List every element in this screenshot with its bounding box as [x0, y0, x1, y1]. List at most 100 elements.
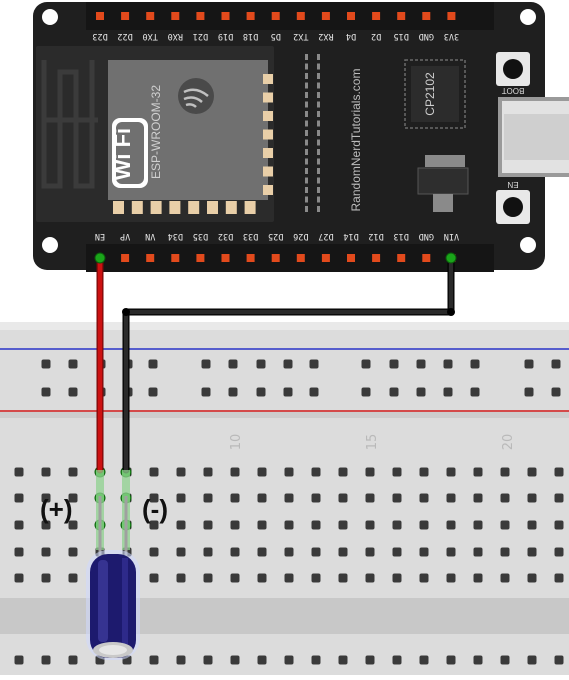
rail-hole[interactable] [389, 387, 399, 397]
terminal-hole[interactable] [500, 547, 510, 557]
en-button[interactable] [496, 190, 530, 224]
header-pin[interactable] [246, 254, 255, 262]
terminal-hole[interactable] [527, 520, 537, 530]
terminal-hole[interactable] [446, 573, 456, 583]
terminal-hole[interactable] [230, 573, 240, 583]
header-pin[interactable] [347, 254, 355, 262]
rail-hole[interactable] [524, 359, 534, 369]
terminal-hole[interactable] [176, 493, 186, 503]
terminal-hole[interactable] [41, 520, 51, 530]
terminal-hole[interactable] [554, 467, 564, 477]
terminal-hole[interactable] [257, 467, 267, 477]
terminal-hole[interactable] [257, 520, 267, 530]
terminal-hole[interactable] [230, 467, 240, 477]
rail-hole[interactable] [201, 359, 211, 369]
terminal-hole[interactable] [14, 520, 24, 530]
header-pin[interactable] [321, 254, 330, 262]
terminal-hole[interactable] [554, 547, 564, 557]
header-pin[interactable] [196, 254, 205, 262]
header-pin[interactable] [347, 12, 355, 20]
terminal-hole[interactable] [338, 655, 348, 665]
terminal-hole[interactable] [68, 573, 78, 583]
terminal-hole[interactable] [176, 467, 186, 477]
terminal-hole[interactable] [338, 467, 348, 477]
header-pin[interactable] [221, 12, 230, 20]
terminal-hole[interactable] [446, 493, 456, 503]
rail-hole[interactable] [309, 387, 319, 397]
terminal-hole[interactable] [392, 655, 402, 665]
terminal-hole[interactable] [473, 467, 483, 477]
terminal-hole[interactable] [338, 520, 348, 530]
terminal-hole[interactable] [284, 493, 294, 503]
terminal-hole[interactable] [203, 520, 213, 530]
terminal-hole[interactable] [500, 520, 510, 530]
terminal-hole[interactable] [257, 547, 267, 557]
terminal-hole[interactable] [392, 520, 402, 530]
terminal-hole[interactable] [419, 467, 429, 477]
electrolytic-capacitor[interactable] [86, 550, 140, 660]
header-pin[interactable] [397, 12, 406, 20]
terminal-hole[interactable] [500, 573, 510, 583]
terminal-hole[interactable] [338, 493, 348, 503]
terminal-hole[interactable] [284, 655, 294, 665]
rail-hole[interactable] [416, 387, 426, 397]
terminal-hole[interactable] [473, 493, 483, 503]
terminal-hole[interactable] [41, 493, 51, 503]
terminal-hole[interactable] [527, 493, 537, 503]
rail-hole[interactable] [283, 359, 293, 369]
terminal-hole[interactable] [365, 520, 375, 530]
rail-hole[interactable] [551, 387, 561, 397]
rail-hole[interactable] [68, 359, 78, 369]
header-pin[interactable] [422, 254, 431, 262]
terminal-hole[interactable] [14, 493, 24, 503]
rail-hole[interactable] [41, 359, 51, 369]
terminal-hole[interactable] [41, 467, 51, 477]
rail-hole[interactable] [361, 359, 371, 369]
terminal-hole[interactable] [473, 547, 483, 557]
header-pin[interactable] [372, 12, 381, 20]
terminal-hole[interactable] [230, 493, 240, 503]
rail-hole[interactable] [416, 359, 426, 369]
header-pin[interactable] [96, 12, 104, 20]
terminal-hole[interactable] [14, 655, 24, 665]
rail-hole[interactable] [443, 359, 453, 369]
header-pin[interactable] [296, 254, 305, 262]
rail-hole[interactable] [443, 387, 453, 397]
header-pin[interactable] [422, 12, 431, 20]
rail-hole[interactable] [309, 359, 319, 369]
terminal-hole[interactable] [176, 547, 186, 557]
terminal-hole[interactable] [500, 493, 510, 503]
terminal-hole[interactable] [527, 547, 537, 557]
rail-hole[interactable] [361, 387, 371, 397]
terminal-hole[interactable] [338, 573, 348, 583]
terminal-hole[interactable] [446, 467, 456, 477]
terminal-hole[interactable] [419, 547, 429, 557]
header-pin[interactable] [447, 12, 456, 20]
header-pin[interactable] [271, 254, 280, 262]
terminal-hole[interactable] [527, 467, 537, 477]
terminal-hole[interactable] [284, 467, 294, 477]
rail-hole[interactable] [228, 359, 238, 369]
terminal-hole[interactable] [473, 520, 483, 530]
terminal-hole[interactable] [41, 547, 51, 557]
terminal-hole[interactable] [203, 547, 213, 557]
terminal-hole[interactable] [68, 655, 78, 665]
terminal-hole[interactable] [149, 655, 159, 665]
header-pin[interactable] [196, 12, 205, 20]
terminal-hole[interactable] [554, 493, 564, 503]
terminal-hole[interactable] [392, 493, 402, 503]
terminal-hole[interactable] [311, 573, 321, 583]
header-pin[interactable] [121, 12, 130, 20]
terminal-hole[interactable] [311, 520, 321, 530]
header-pin[interactable] [171, 12, 180, 20]
micro-usb-port[interactable] [498, 97, 569, 177]
terminal-hole[interactable] [149, 547, 159, 557]
rail-hole[interactable] [470, 387, 480, 397]
terminal-hole[interactable] [554, 520, 564, 530]
terminal-hole[interactable] [500, 467, 510, 477]
rail-hole[interactable] [68, 387, 78, 397]
terminal-hole[interactable] [311, 493, 321, 503]
header-pin[interactable] [221, 254, 230, 262]
rail-hole[interactable] [41, 387, 51, 397]
rail-hole[interactable] [256, 387, 266, 397]
